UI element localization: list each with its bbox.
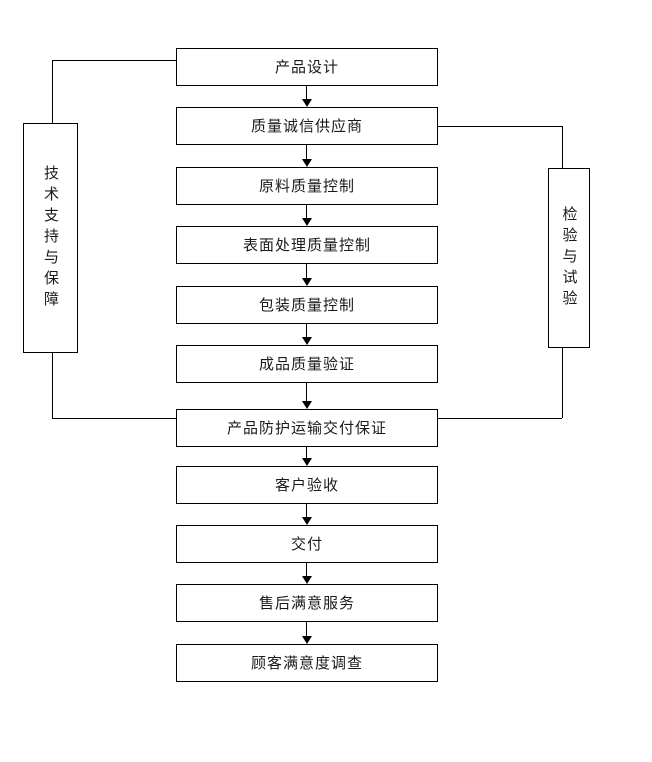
node-label: 表面处理质量控制 — [242, 235, 371, 254]
edge-design-to-supplier — [306, 86, 307, 99]
node-after-sales-service[interactable]: 售后满意服务 — [176, 584, 438, 622]
edge-packaging-to-finished — [306, 324, 307, 337]
node-label: 顾客满意度调查 — [250, 653, 363, 672]
node-label: 售后满意服务 — [258, 593, 355, 612]
node-finished-verification[interactable]: 成品质量验证 — [176, 345, 438, 383]
node-label: 成品质量验证 — [258, 354, 355, 373]
arrowhead-icon — [302, 517, 312, 525]
edge-inspection-to-protect-vertical — [562, 348, 563, 418]
arrowhead-icon — [302, 218, 312, 226]
node-label: 产品设计 — [274, 57, 339, 76]
edge-finished-to-protect — [306, 383, 307, 401]
arrowhead-icon — [302, 278, 312, 286]
edge-supplier-to-inspection-vertical — [562, 126, 563, 168]
arrowhead-icon — [302, 401, 312, 409]
arrowhead-icon — [302, 159, 312, 167]
node-label: 质量诚信供应商 — [250, 116, 363, 135]
edge-surface-to-packaging — [306, 264, 307, 278]
edge-design-to-tech-support-vertical — [52, 60, 53, 123]
edge-design-to-tech-support-horizontal — [52, 60, 176, 61]
edge-acceptance-to-delivery — [306, 504, 307, 517]
node-label: 检验与试验 — [560, 205, 579, 311]
node-label: 技术支持与保障 — [42, 164, 60, 312]
node-product-design[interactable]: 产品设计 — [176, 48, 438, 86]
arrowhead-icon — [302, 458, 312, 466]
edge-supplier-to-raw-material — [306, 145, 307, 159]
edge-tech-support-to-protect-horizontal — [52, 418, 176, 419]
edge-after-sales-to-survey — [306, 622, 307, 636]
node-customer-acceptance[interactable]: 客户验收 — [176, 466, 438, 504]
node-quality-supplier[interactable]: 质量诚信供应商 — [176, 107, 438, 145]
node-label: 包装质量控制 — [258, 295, 355, 314]
edge-protect-to-acceptance — [306, 447, 307, 458]
node-delivery[interactable]: 交付 — [176, 525, 438, 563]
node-tech-support[interactable]: 技术支持与保障 — [23, 123, 78, 353]
node-packaging-control[interactable]: 包装质量控制 — [176, 286, 438, 324]
edge-supplier-to-inspection-horizontal — [438, 126, 562, 127]
node-label: 交付 — [290, 534, 323, 553]
arrowhead-icon — [302, 99, 312, 107]
edge-tech-support-to-protect-vertical — [52, 353, 53, 418]
node-label: 产品防护运输交付保证 — [226, 418, 387, 437]
edge-inspection-to-protect-horizontal — [438, 418, 562, 419]
node-raw-material-control[interactable]: 原料质量控制 — [176, 167, 438, 205]
node-label: 原料质量控制 — [258, 176, 355, 195]
arrowhead-icon — [302, 337, 312, 345]
node-label: 客户验收 — [274, 475, 339, 494]
node-satisfaction-survey[interactable]: 顾客满意度调查 — [176, 644, 438, 682]
node-protect-transport[interactable]: 产品防护运输交付保证 — [176, 409, 438, 447]
edge-delivery-to-after-sales — [306, 563, 307, 576]
node-surface-treatment[interactable]: 表面处理质量控制 — [176, 226, 438, 264]
node-inspection-testing[interactable]: 检验与试验 — [548, 168, 590, 348]
arrowhead-icon — [302, 576, 312, 584]
edge-raw-material-to-surface — [306, 205, 307, 218]
arrowhead-icon — [302, 636, 312, 644]
